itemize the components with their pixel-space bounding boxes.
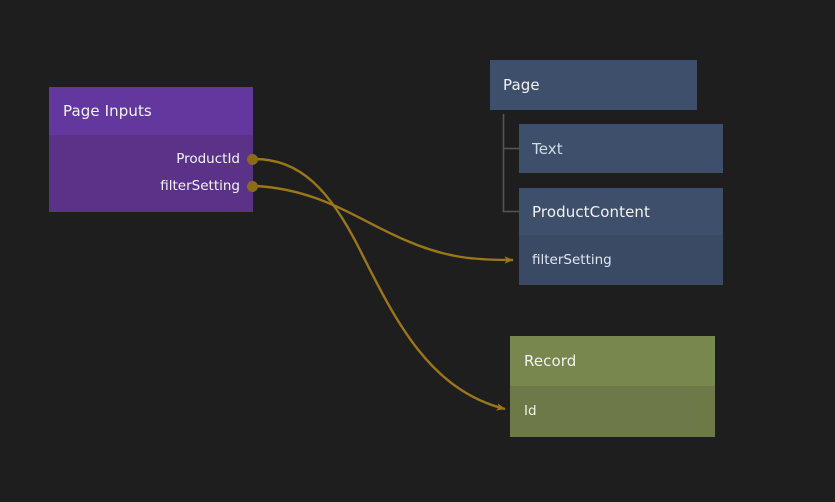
field-row-record-id[interactable]: Id — [524, 402, 537, 420]
tree-trunk-line — [502, 114, 519, 213]
port-row-filtersetting[interactable]: filterSetting — [49, 177, 253, 195]
node-page-inputs[interactable]: Page Inputs ProductId filterSetting — [49, 87, 258, 212]
port-dot-productid[interactable] — [247, 154, 258, 165]
node-text-header[interactable]: Text — [519, 124, 723, 173]
node-productcontent[interactable]: ProductContent filterSetting — [519, 188, 723, 285]
node-page-inputs-header[interactable]: Page Inputs — [49, 87, 253, 135]
port-dot-filtersetting[interactable] — [247, 181, 258, 192]
node-page-header[interactable]: Page — [490, 60, 697, 110]
port-label-filtersetting: filterSetting — [160, 178, 240, 194]
node-record-body: Id — [510, 386, 715, 437]
node-productcontent-header[interactable]: ProductContent — [519, 188, 723, 235]
node-text-title: Text — [532, 139, 563, 158]
node-record[interactable]: Record Id — [510, 336, 715, 437]
field-label-productcontent-filtersetting: filterSetting — [532, 252, 612, 268]
node-page-inputs-body: ProductId filterSetting — [49, 135, 253, 212]
field-label-record-id: Id — [524, 403, 537, 419]
node-productcontent-title: ProductContent — [532, 202, 651, 221]
node-text[interactable]: Text — [519, 124, 723, 173]
port-row-productid[interactable]: ProductId — [49, 150, 253, 168]
node-productcontent-body: filterSetting — [519, 235, 723, 285]
node-page-inputs-title: Page Inputs — [63, 102, 152, 120]
node-record-header[interactable]: Record — [510, 336, 715, 386]
field-row-productcontent-filtersetting[interactable]: filterSetting — [532, 251, 612, 269]
port-label-productid: ProductId — [176, 151, 240, 167]
node-page-title: Page — [503, 76, 540, 94]
edge-productid-to-record-id — [254, 157, 506, 411]
node-record-title: Record — [524, 352, 577, 370]
node-page[interactable]: Page — [490, 60, 697, 110]
edge-filtersetting-to-productcontent-filtersetting — [254, 184, 514, 264]
